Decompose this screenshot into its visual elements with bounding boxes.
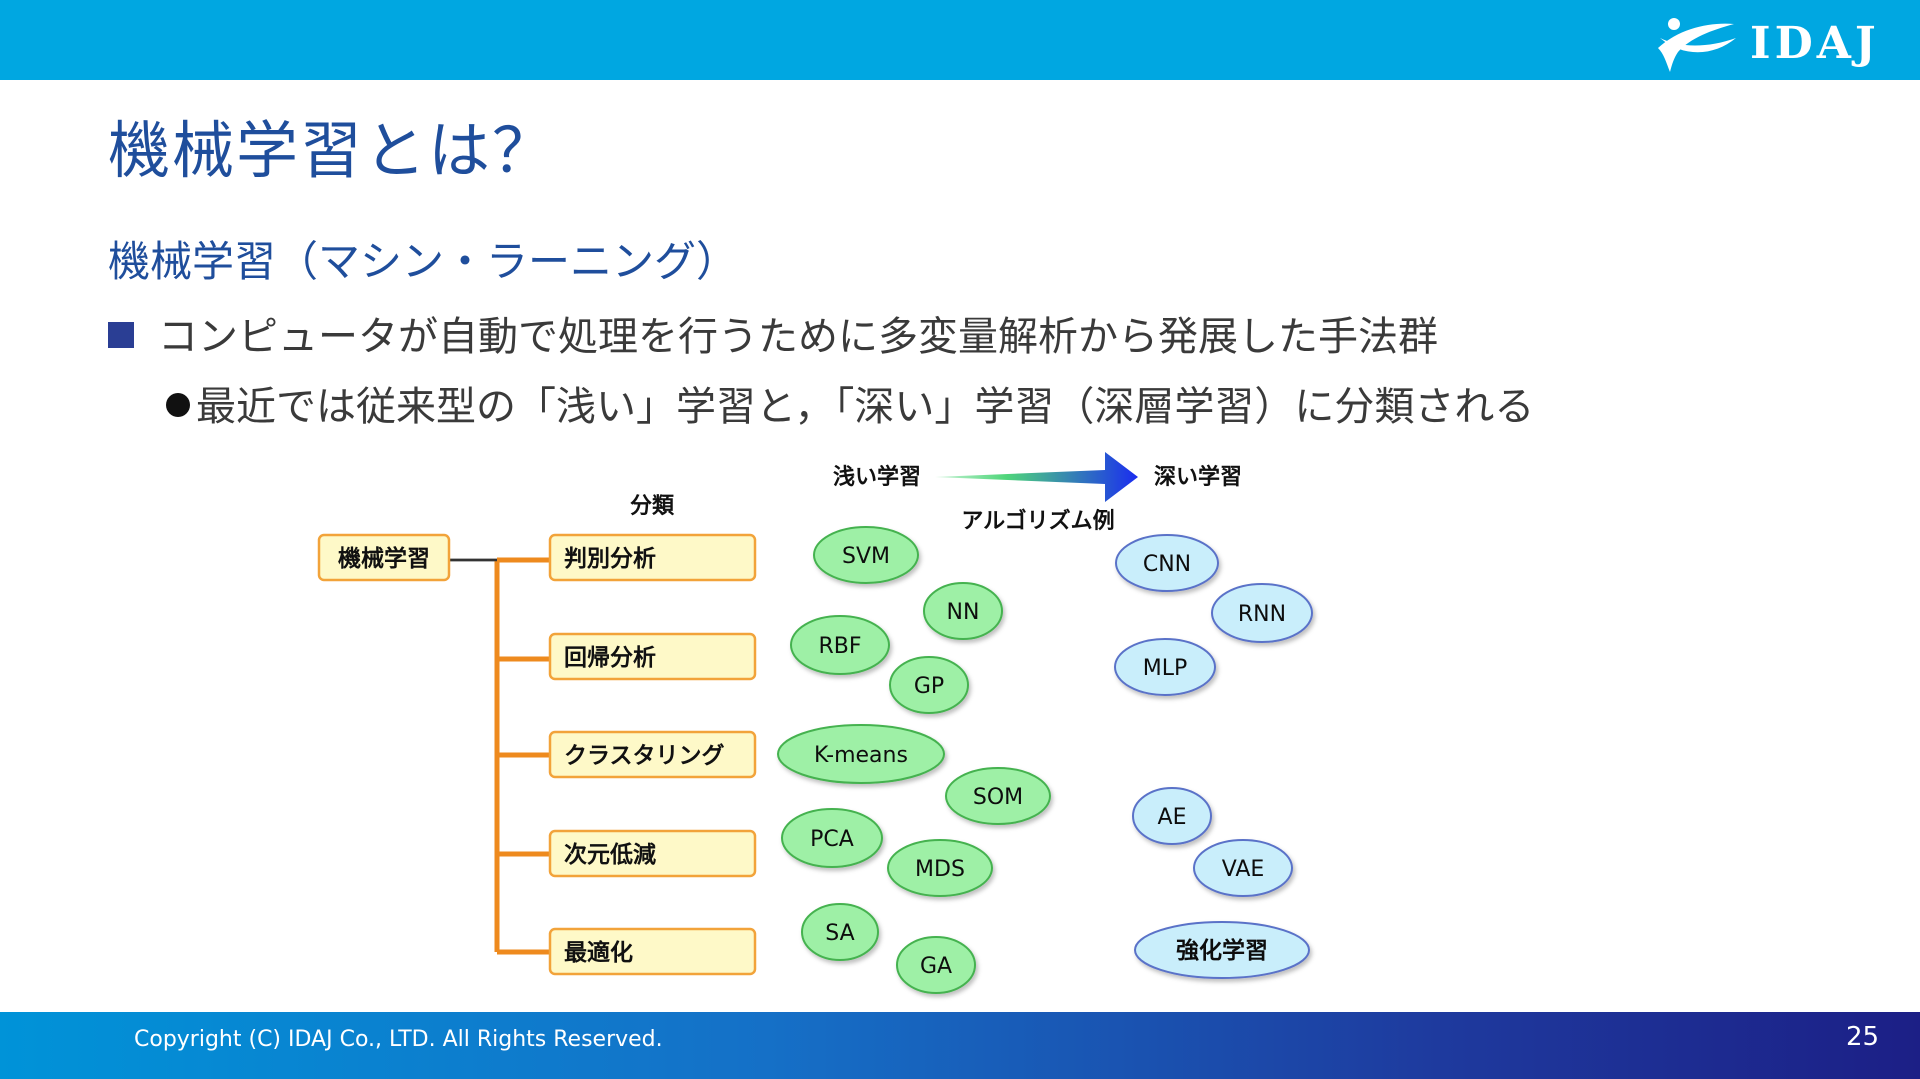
svg-text:GA: GA	[920, 954, 952, 979]
svg-text:PCA: PCA	[810, 827, 854, 852]
svg-text:GP: GP	[914, 674, 944, 699]
bullet-level1-text: コンピュータが自動で処理を行うために多変量解析から発展した手法群	[158, 314, 1438, 360]
svg-text:AE: AE	[1158, 805, 1187, 830]
tree-connectors	[449, 557, 550, 955]
idaj-logo: IDAJ	[1658, 18, 1880, 72]
algorithm-node-sa: SA	[801, 903, 879, 961]
copyright-text: Copyright (C) IDAJ Co., LTD. All Rights …	[134, 1027, 663, 1052]
category-box: 判別分析	[548, 533, 757, 582]
svg-text:K-means: K-means	[814, 743, 908, 768]
algorithm-node-rbf: RBF	[790, 615, 890, 675]
algorithm-node-gp: GP	[889, 656, 969, 714]
svg-text:SA: SA	[825, 921, 854, 946]
logo-text: IDAJ	[1750, 18, 1880, 69]
algorithm-node-som: SOM	[945, 767, 1051, 825]
svg-text:NN: NN	[947, 600, 980, 625]
algorithm-node-mlp: MLP	[1114, 638, 1216, 696]
shallow-learning-label: 浅い学習	[833, 464, 921, 490]
bullet-level1: コンピュータが自動で処理を行うために多変量解析から発展した手法群	[108, 304, 1438, 362]
algorithm-node-vae: VAE	[1193, 839, 1293, 897]
root-box: 機械学習	[317, 533, 451, 582]
algorithm-node-nn: NN	[923, 582, 1003, 640]
algorithm-node-cnn: CNN	[1115, 534, 1219, 592]
footer-bar	[0, 1012, 1920, 1079]
round-bullet-icon	[166, 393, 190, 417]
algorithm-node-kmeans: K-means	[777, 724, 945, 784]
deep-learning-label: 深い学習	[1154, 464, 1242, 490]
page-title: 機械学習とは？	[108, 114, 557, 187]
svg-text:CNN: CNN	[1143, 552, 1191, 577]
algorithm-node-ga: GA	[896, 936, 976, 994]
algorithm-node-svm: SVM	[813, 526, 919, 584]
bullet-level2: 最近では従来型の「浅い」学習と，「深い」学習（深層学習）に分類される	[166, 374, 1534, 432]
algorithm-node-rnn: RNN	[1211, 583, 1313, 643]
algorithm-examples-header: アルゴリズム例	[961, 508, 1114, 534]
svg-text:VAE: VAE	[1222, 857, 1265, 882]
category-box: 回帰分析	[548, 632, 757, 681]
algorithm-node-reinforcement-learning: 強化学習	[1134, 921, 1310, 979]
category-label: 次元低減	[564, 841, 656, 868]
category-label: クラスタリング	[564, 742, 725, 769]
svg-text:SOM: SOM	[973, 785, 1023, 810]
header-bar	[0, 0, 1920, 80]
category-box: 次元低減	[548, 829, 757, 878]
category-box: 最適化	[548, 927, 757, 976]
square-bullet-icon	[108, 322, 134, 348]
algorithm-node-ae: AE	[1132, 787, 1212, 845]
algorithm-node-mds: MDS	[887, 839, 993, 897]
section-subtitle: 機械学習（マシン・ラーニング）	[108, 237, 739, 286]
svg-text:MDS: MDS	[915, 857, 965, 882]
logo-mark-icon	[1658, 18, 1736, 72]
category-label: 最適化	[564, 939, 633, 966]
classification-header: 分類	[630, 494, 675, 519]
svg-text:SVM: SVM	[842, 544, 890, 569]
category-label: 判別分析	[564, 546, 656, 572]
svg-text:MLP: MLP	[1143, 656, 1188, 681]
page-number: 25	[1846, 1022, 1880, 1052]
root-label: 機械学習	[338, 545, 430, 572]
category-box: クラスタリング	[548, 730, 757, 779]
category-label: 回帰分析	[564, 645, 656, 671]
algorithm-node-pca: PCA	[781, 808, 883, 868]
shallow-to-deep-arrow	[935, 452, 1138, 502]
bullet-level2-text: 最近では従来型の「浅い」学習と，「深い」学習（深層学習）に分類される	[196, 384, 1535, 430]
svg-text:強化学習: 強化学習	[1176, 937, 1268, 964]
svg-text:RBF: RBF	[818, 634, 861, 659]
svg-text:RNN: RNN	[1238, 602, 1286, 627]
